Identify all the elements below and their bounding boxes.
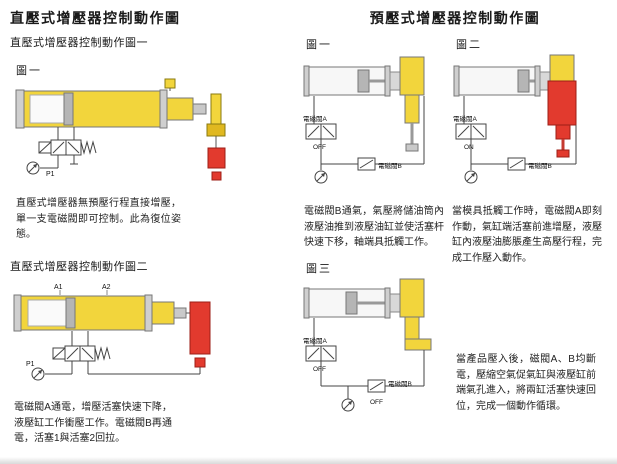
air-cylinder (453, 65, 551, 97)
chamber-label-a2: A2 (102, 284, 111, 291)
pressure-gauge-icon (314, 170, 328, 184)
outlet-pipe (206, 93, 226, 148)
air-cylinder (303, 65, 401, 97)
solenoid-valve-a (305, 345, 337, 362)
left-fig1-label: 圖一 (16, 65, 42, 77)
oil-reservoir (399, 56, 425, 124)
left-subtitle-2: 直壓式增壓器控制動作圖二 (10, 261, 148, 273)
solenoid-valve-b (367, 379, 386, 393)
left-fig2-diagram: A1 A2 P1 (13, 284, 211, 381)
valve-a-label: 電磁閥A (303, 114, 328, 123)
relief-valve-icon (164, 78, 176, 91)
right-fig2-caption: 當模具抵觸工作時，電磁閥A即刻作動，氣缸端活塞前進增壓，液壓缸內液壓油膨脹產生高… (452, 206, 602, 264)
pressure-gauge-icon (31, 367, 45, 381)
left-fig2-caption: 電磁閥A通電，增壓活塞快速下降，液壓缸工作衝壓工作。電磁閥B再通電，活塞1與活塞… (14, 402, 172, 444)
air-cylinder (303, 287, 401, 319)
solenoid-valve (45, 331, 201, 375)
leader-lines (59, 290, 108, 295)
left-fig1-caption: 直壓式增壓器無預壓行程直接增壓，單一支電磁閥即可控制。此為復位姿態。 (16, 198, 181, 240)
right-fig1-label: 圖一 (306, 39, 332, 51)
valve-b-label: 電磁閥B (388, 379, 412, 388)
right-fig1-caption: 電磁閥B通氣，氣壓將儲油筒內液壓油推到液壓油缸並使活塞杆快速下移，軸端具抵觸工作… (304, 206, 444, 248)
solenoid-valve-b (507, 157, 526, 171)
valve-b-label: 電磁閥B (528, 161, 552, 170)
booster-cylinder (15, 89, 207, 129)
pressure-gauge-icon (464, 170, 478, 184)
booster-cylinder (13, 294, 187, 332)
valve-a-label: 電磁閥A (303, 336, 328, 345)
valve-b-state: OFF (370, 399, 383, 406)
solenoid-valve-b (357, 157, 376, 171)
port-label-p1: P1 (26, 361, 35, 368)
ram-rod (405, 123, 419, 152)
valve-a-state: OFF (313, 144, 326, 151)
right-fig1-diagram: 電磁閥A OFF 電磁閥B (303, 56, 425, 184)
oil-reservoir (549, 54, 575, 82)
right-fig2-label: 圖二 (456, 39, 482, 51)
pressed-workpiece (186, 301, 211, 368)
solenoid-valve-a (305, 123, 337, 140)
high-pressure-column (547, 80, 577, 158)
right-fig3-caption: 當產品壓入後，磁閥A、B均斷電，壓縮空氣促氣缸與液壓缸前端氣孔進入，將兩缸活塞快… (456, 354, 596, 412)
valve-a-state: OFF (313, 366, 326, 373)
pressure-gauge-icon (26, 161, 40, 175)
solenoid-valve-a (455, 123, 487, 140)
left-column-title: 直壓式增壓器控制動作圖 (10, 10, 181, 26)
left-fig1-diagram: P1 (15, 78, 226, 181)
page-bottom-edge (0, 457, 617, 464)
oil-reservoir (399, 278, 432, 351)
right-fig3-label: 圖三 (306, 263, 332, 275)
valve-a-state: ON (464, 144, 474, 151)
left-subtitle-1: 直壓式增壓器控制動作圖一 (10, 37, 148, 49)
workpiece (207, 147, 226, 181)
port-label-p1: P1 (46, 171, 55, 178)
right-fig2-diagram: 電磁閥A ON 電磁閥B (453, 54, 577, 184)
chamber-label-a1: A1 (54, 284, 63, 291)
pressure-gauge-icon (341, 398, 355, 412)
solenoid-valve (38, 127, 97, 169)
right-fig3-diagram: 電磁閥A OFF 電磁閥B OFF (303, 278, 432, 412)
valve-b-label: 電磁閥B (378, 161, 402, 170)
right-column-title: 預壓式增壓器控制動作圖 (369, 10, 541, 26)
valve-a-label: 電磁閥A (453, 114, 478, 123)
